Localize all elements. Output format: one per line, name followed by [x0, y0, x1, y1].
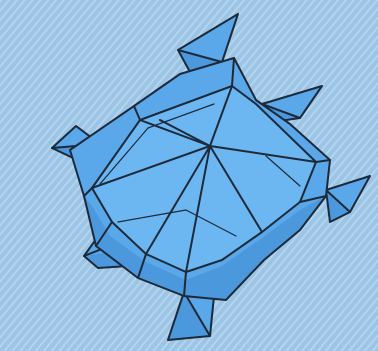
- origami-turtle-drawing: [0, 0, 378, 351]
- origami-illustration: [0, 0, 378, 351]
